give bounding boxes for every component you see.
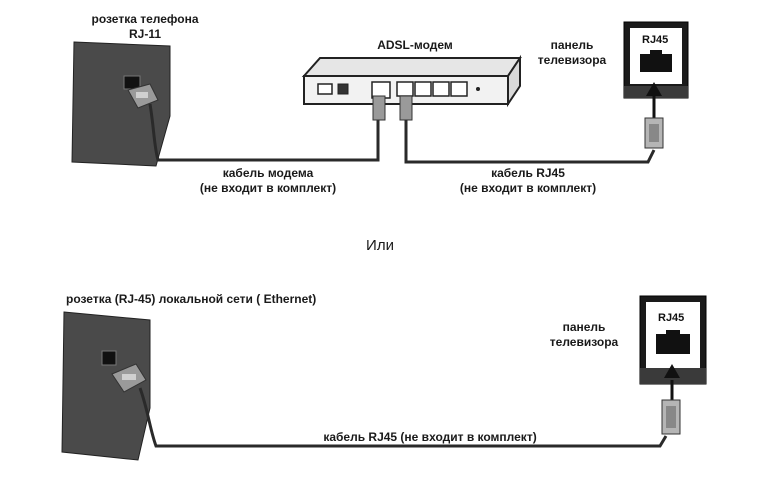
rj45-plug-wall [111, 363, 147, 393]
modem-cable-label-line2: (не входит в комплект) [199, 181, 337, 195]
modem-plug-right [399, 95, 413, 121]
phone-socket-label-line1: розетка телефона [91, 12, 199, 26]
tv-port-label-top: RJ45 [642, 34, 669, 46]
tv-panel-label-top-line1: панель [550, 38, 594, 52]
tv-panel-label-top-line2: телевизора [537, 53, 607, 67]
tv-panel-label-bottom-line1: панель [562, 320, 606, 334]
tv-plug-top [644, 117, 664, 149]
tv-panel-label-bottom-line2: телевизора [549, 335, 619, 349]
phone-socket-label-line2: RJ-11 [128, 27, 162, 41]
modem-label: ADSL-модем [377, 38, 453, 52]
tv-panel-top [623, 21, 689, 99]
arrow-bottom-head [664, 364, 680, 378]
rj45-cable-label-top-line1: кабель RJ45 [491, 166, 565, 180]
modem-plug-left [372, 95, 386, 121]
phone-socket-label: розетка телефона RJ-11 [78, 12, 212, 42]
rj45-cable-label-top: кабель RJ45 (не входит в комплект) [448, 166, 608, 196]
phone-wall-socket [71, 41, 171, 167]
arrow-top-head [646, 82, 662, 96]
rj45-cable-label-bottom: кабель RJ45 (не входит в комплект) [323, 430, 537, 444]
lan-wall-socket [61, 311, 151, 461]
lan-socket-label: розетка (RJ-45) локальной сети ( Etherne… [66, 292, 317, 306]
tv-panel-label-bottom: панель телевизора [536, 320, 632, 350]
rj45-cable-label-top-line2: (не входит в комплект) [459, 181, 597, 195]
tv-panel-label-top: панель телевизора [524, 38, 620, 68]
modem-cable-label-line1: кабель модема [222, 166, 314, 180]
rj45-cable-top [404, 120, 656, 164]
modem-cable-label: кабель модема (не входит в комплект) [188, 166, 348, 196]
rj45-cable-bottom [138, 387, 668, 448]
tv-plug-bottom [661, 399, 681, 435]
tv-port-label-bottom: RJ45 [658, 312, 685, 324]
rj11-plug-top [127, 83, 159, 109]
adsl-modem [301, 54, 522, 108]
separator-or: Или [366, 237, 394, 254]
modem-cable [148, 103, 380, 162]
